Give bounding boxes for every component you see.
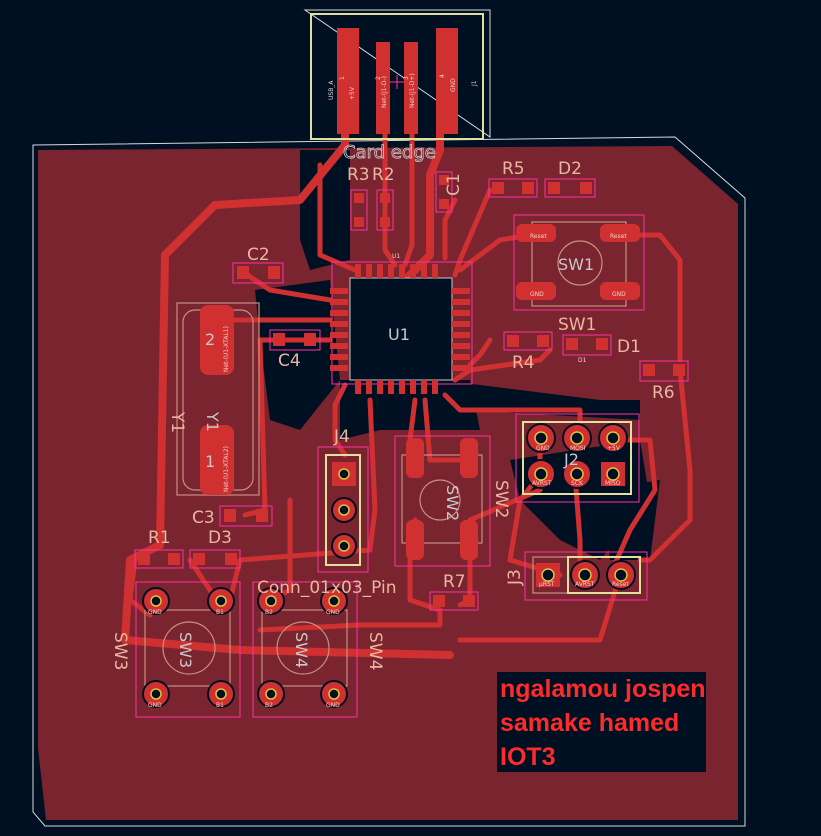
j1-outline [303, 9, 491, 138]
y1-pin2-num: 2 [205, 330, 215, 349]
usb-connector-j1[interactable]: USB_A +5V 1 Net-(J1-D-) 2 Net-(J1-D+) 3 … [310, 13, 484, 163]
j4-ref: J4 [333, 427, 350, 447]
smd-components[interactable] [134, 171, 689, 611]
r1-ref: R1 [148, 528, 171, 548]
y1-pin1-net: Net-(U1-XTAL2) [223, 446, 230, 492]
j3-pin-net: AVRST [575, 581, 595, 588]
board-edge [32, 136, 746, 827]
r4-ref: R4 [512, 353, 535, 373]
j2-pin-net: +5V [607, 445, 621, 452]
sw1-value: SW1 [558, 255, 594, 274]
credit-line-2: samake hamed [500, 709, 680, 737]
y1-ref: Y1 [167, 411, 187, 433]
sw4-value: SW4 [292, 632, 311, 668]
d1-ref: D1 [617, 337, 641, 357]
sw4-pin-label: GND [326, 609, 340, 616]
switch-sw3[interactable]: GND B1 GND B1 SW3 [135, 581, 241, 718]
j1-pin1-num: 1 [339, 76, 346, 80]
u1-value: U1 [388, 325, 410, 344]
sw2-value: SW2 [443, 485, 462, 521]
credit-line-3: IOT3 [500, 743, 556, 771]
c4-ref: C4 [278, 351, 301, 371]
sw1-pin-label: Reset [530, 233, 547, 240]
sw1-pin-label: GND [612, 291, 626, 298]
sw3-pin-label: B1 [216, 609, 224, 616]
r7-ref: R7 [443, 572, 466, 592]
isp-header-j2[interactable]: GND MOSI +5V AVRST SCK MISO J2 [515, 413, 640, 503]
r5-ref: R5 [502, 159, 525, 179]
d1-small-label: D1 [578, 357, 587, 364]
card-edge-label: Card edge [343, 142, 436, 163]
c2-ref: C2 [247, 245, 270, 265]
reference-labels: R3 R2 C1 R5 D2 C2 C4 SW1 R4 D1 D1 R6 C3 … [110, 159, 675, 670]
switch-sw4[interactable]: B2 GND B2 GND SW4 [252, 581, 358, 718]
j1-pin1-net: +5V [349, 86, 356, 100]
sw3-value: SW3 [176, 632, 195, 668]
j1-pin2-net: Net-(J1-D-) [381, 76, 388, 108]
j1-pin3-net: Net-(J1-D+) [409, 73, 416, 108]
r2-ref: R2 [372, 165, 395, 185]
j4-value: Conn_01x03_Pin [257, 578, 397, 598]
j2-pin-net: AVRST [532, 480, 552, 487]
header-j3[interactable]: µRST AVRST Reset [524, 551, 648, 601]
author-credits: ngalamou jospen samake hamed IOT3 [497, 672, 706, 772]
j1-pin4-num: 4 [439, 74, 446, 78]
sw4-pin-label: B2 [265, 702, 273, 709]
sw1-ref: SW1 [558, 315, 596, 335]
switch-sw2[interactable]: SW2 [394, 435, 491, 567]
r3-ref: R3 [347, 165, 370, 185]
crosshair-icon [390, 75, 404, 89]
credit-line-1: ngalamou jospen [500, 675, 706, 703]
j2-pin-net: SCK [571, 480, 584, 487]
c3-ref: C3 [192, 508, 215, 528]
j2-pin-net: MISO [605, 480, 621, 487]
y1-pin1-num: 1 [205, 452, 215, 471]
j1-pin4-net: GND [450, 78, 457, 92]
sw1-pin-label: GND [530, 291, 544, 298]
j1-value: USB_A [328, 80, 335, 100]
sw3-pin-label: B1 [216, 702, 224, 709]
y1-pin2-net: Net-(U1-XTAL1) [223, 326, 230, 372]
sw3-ref: SW3 [110, 632, 130, 670]
j2-value: J2 [563, 450, 579, 469]
switch-sw1[interactable]: Reset Reset GND GND SW1 [513, 214, 645, 311]
sw3-pin-label: GND [148, 609, 162, 616]
sw4-ref: SW4 [365, 632, 385, 670]
j3-ref: J3 [505, 569, 525, 586]
sw1-pin-label: Reset [610, 233, 627, 240]
r6-ref: R6 [652, 383, 675, 403]
sw4-pin-label: GND [326, 702, 340, 709]
j2-pin-net: MOSI [570, 445, 586, 452]
d3-ref: D3 [208, 528, 232, 548]
u1-ref: U1 [392, 253, 400, 260]
sw4-pin-label: B2 [265, 609, 273, 616]
d2-ref: D2 [558, 159, 582, 179]
sw2-ref: SW2 [491, 480, 511, 518]
c1-ref: C1 [444, 173, 464, 196]
j3-pin-net: µRST [539, 581, 555, 588]
j1-pin2-num: 2 [375, 76, 382, 80]
j1-ref: J1 [471, 80, 478, 87]
crystal-y1[interactable]: 2 1 Net-(U1-XTAL1) Net-(U1-XTAL2) Y1 Y1 [167, 302, 260, 496]
mcu-u1[interactable]: U1 U1 [330, 253, 473, 394]
j2-pin-net: GND [536, 445, 550, 452]
y1-value: Y1 [203, 411, 222, 432]
j1-pin3-num: 3 [403, 76, 410, 80]
header-j4[interactable] [317, 446, 369, 573]
sw3-pin-label: GND [148, 702, 162, 709]
j3-pin-net: Reset [612, 581, 629, 588]
